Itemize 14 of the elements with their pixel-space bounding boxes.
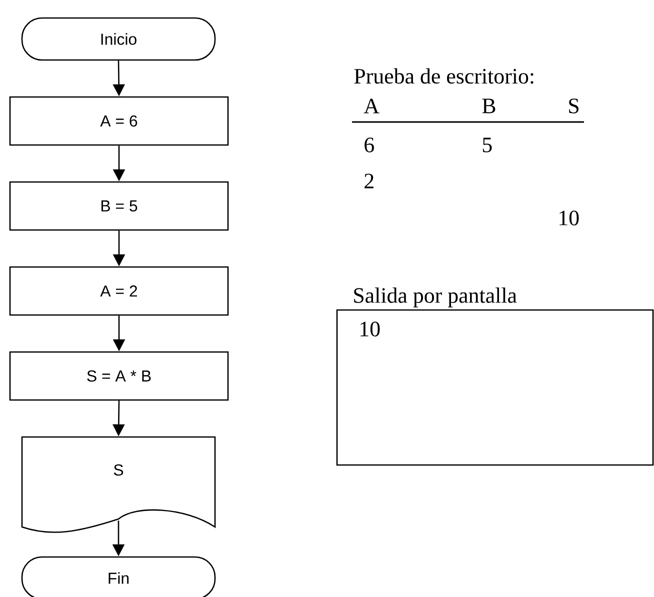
process-box: A = 6	[9, 96, 229, 146]
process-box: A = 2	[9, 266, 229, 316]
process-box: S = A * B	[9, 351, 229, 401]
column-header: B	[482, 98, 496, 114]
process-box: B = 5	[9, 181, 229, 231]
table-heading: Prueba de escritorio:	[354, 68, 534, 84]
output-screen-box: Salida por pantalla 10	[336, 287, 654, 466]
column-header: A	[364, 98, 380, 114]
node-label: Salida por pantalla	[354, 287, 517, 308]
table-value: 6	[364, 138, 374, 152]
table-value: 5	[482, 138, 492, 152]
table-value: 10	[560, 210, 579, 226]
table-value: 2	[364, 174, 374, 188]
column-header: S	[569, 98, 578, 114]
